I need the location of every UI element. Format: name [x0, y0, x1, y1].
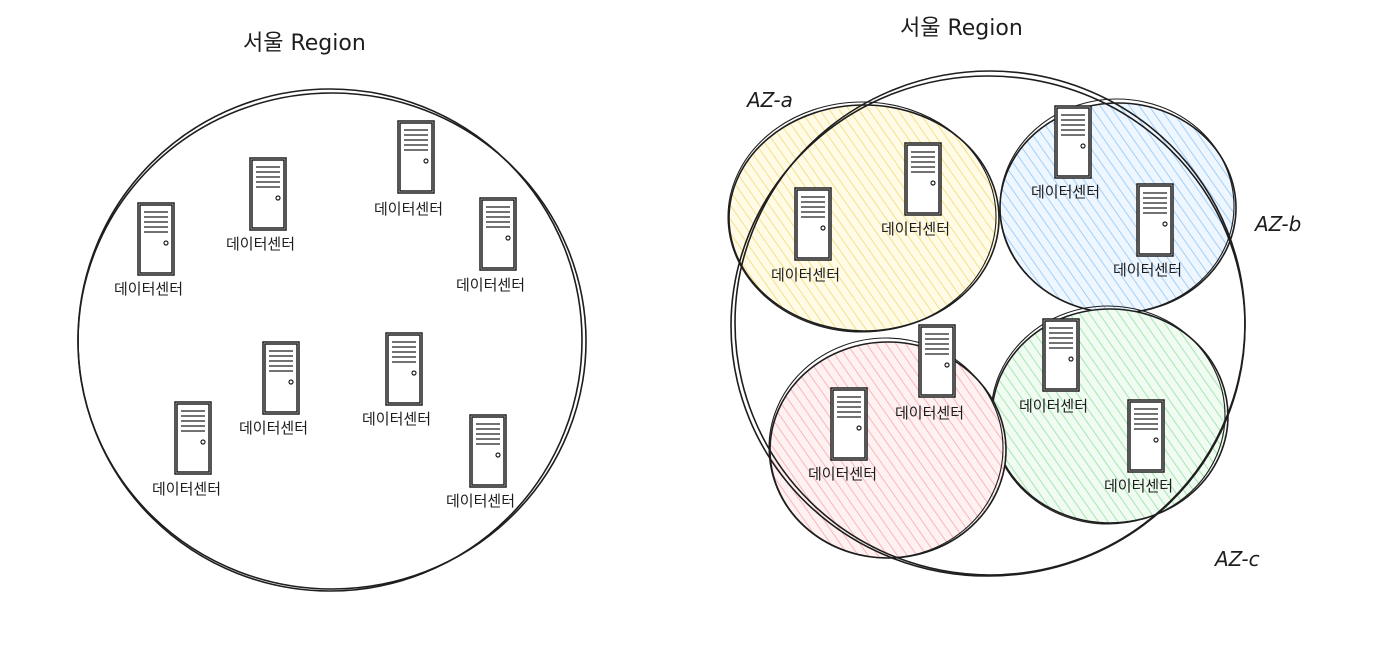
datacenter-label: 데이터센터 — [881, 220, 950, 238]
server-icon — [1054, 105, 1092, 179]
datacenter-label: 데이터센터 — [771, 266, 840, 284]
server-icon — [174, 401, 212, 475]
datacenter: 데이터센터 — [446, 414, 515, 510]
server-icon — [1136, 183, 1174, 257]
datacenter-label: 데이터센터 — [895, 404, 964, 422]
server-icon — [249, 157, 287, 231]
server-icon — [397, 120, 435, 194]
az-a-zone — [727, 101, 1000, 333]
right-region-diagram: 서울 Region AZ-a AZ-b AZ-c 데 — [727, 16, 1301, 577]
datacenter-label: 데이터센터 — [1104, 477, 1173, 495]
server-icon — [904, 142, 942, 216]
server-icon — [262, 341, 300, 415]
datacenter-label: 데이터센터 — [374, 200, 443, 218]
datacenter: 데이터센터 — [239, 341, 308, 437]
left-region-circle — [77, 88, 587, 592]
datacenter: 데이터센터 — [456, 197, 525, 294]
datacenter: 데이터센터 — [226, 157, 295, 253]
datacenter: 데이터센터 — [881, 142, 950, 238]
datacenter-label: 데이터센터 — [1031, 183, 1100, 201]
server-icon — [918, 324, 956, 398]
datacenter-label: 데이터센터 — [808, 465, 877, 483]
datacenter-label: 데이터센터 — [1113, 261, 1182, 279]
server-icon — [137, 202, 175, 276]
server-icon — [479, 197, 517, 271]
datacenter-label: 데이터센터 — [114, 280, 183, 298]
server-icon — [1127, 399, 1165, 473]
left-region-diagram: 서울 Region 데이터센터 데이터센터 데이터센터 데이터센터 데이터센터 … — [77, 31, 587, 592]
az-a-label: AZ-a — [745, 88, 793, 112]
datacenter-label: 데이터센터 — [152, 480, 221, 498]
datacenter: 데이터센터 — [114, 202, 183, 298]
datacenter-label: 데이터센터 — [456, 276, 525, 294]
datacenter: 데이터센터 — [771, 187, 840, 284]
az-c-label: AZ-c — [1213, 547, 1260, 571]
az-b-zone — [999, 98, 1237, 314]
datacenter: 데이터센터 — [152, 401, 221, 498]
left-region-title: 서울 Region — [243, 31, 366, 56]
datacenter-label: 데이터센터 — [1019, 397, 1088, 415]
datacenter: 데이터센터 — [1104, 399, 1173, 495]
server-icon — [1042, 318, 1080, 392]
datacenter: 데이터센터 — [808, 387, 877, 483]
datacenter: 데이터센터 — [374, 120, 443, 218]
right-region-title: 서울 Region — [900, 16, 1023, 41]
az-b-label: AZ-b — [1253, 212, 1301, 236]
server-icon — [385, 332, 423, 406]
datacenter-label: 데이터센터 — [226, 235, 295, 253]
datacenter-label: 데이터센터 — [239, 419, 308, 437]
datacenter: 데이터센터 — [362, 332, 431, 428]
datacenter: 데이터센터 — [1019, 318, 1088, 415]
server-icon — [794, 187, 832, 261]
datacenter: 데이터센터 — [895, 324, 964, 422]
server-icon — [830, 387, 868, 461]
server-icon — [469, 414, 507, 488]
datacenter: 데이터센터 — [1031, 105, 1100, 201]
datacenter-label: 데이터센터 — [446, 492, 515, 510]
datacenter: 데이터센터 — [1113, 183, 1182, 279]
right-region-circle — [730, 70, 1246, 577]
az-d-zone — [768, 337, 1007, 559]
datacenter-label: 데이터센터 — [362, 410, 431, 428]
